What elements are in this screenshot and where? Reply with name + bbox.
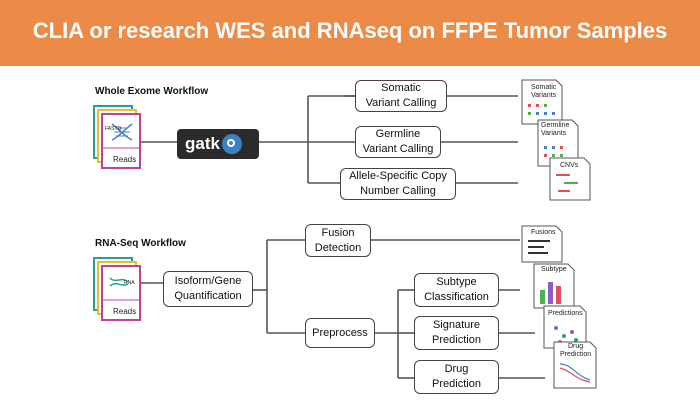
predictions-doc-icon (543, 305, 587, 349)
node-subtype-classification: Subtype Classification (414, 273, 499, 307)
wes-reads-sublabel: FASTQ (105, 126, 122, 132)
wes-section-title: Whole Exome Workflow (95, 86, 209, 97)
wes-reads-files-icon (93, 105, 141, 169)
fusions-label: Fusions (531, 229, 556, 236)
subtype-label: Subtype (541, 266, 567, 273)
drug-prediction-doc-icon (553, 341, 597, 389)
page-title: CLIA or research WES and RNAseq on FFPE … (32, 18, 668, 43)
node-germline-variant-calling: Germline Variant Calling (355, 126, 441, 158)
node-drug-prediction: Drug Prediction (414, 360, 499, 394)
germline-variants-doc-icon (537, 119, 579, 167)
somatic-variants-doc-icon (521, 79, 563, 125)
node-signature-prediction: Signature Prediction (414, 316, 499, 350)
gatk-magnifier-icon (221, 134, 242, 154)
wes-reads-label: Reads (113, 155, 137, 164)
drug-prediction-output-label: Drug Prediction (560, 343, 592, 358)
rna-reads-label: Reads (113, 307, 137, 316)
rna-reads-sublabel: RNA (124, 280, 135, 286)
fusions-doc-icon (521, 225, 563, 263)
node-somatic-variant-calling: Somatic Variant Calling (355, 80, 447, 112)
gatk-logo: gatk (177, 129, 259, 159)
predictions-label: Predictions (548, 310, 583, 317)
rna-section-title: RNA-Seq Workflow (95, 238, 186, 249)
node-fusion-detection: Fusion Detection (305, 224, 371, 257)
gatk-logo-text: gatk (185, 134, 220, 153)
node-isoform-gene-quantification: Isoform/Gene Quantification (163, 271, 253, 307)
node-preprocess: Preprocess (305, 318, 375, 348)
subtype-doc-icon (533, 263, 575, 309)
cnvs-label: CNVs (560, 162, 579, 169)
somatic-variants-label: Somatic Variants (531, 84, 557, 99)
rna-reads-files-icon (93, 257, 141, 321)
node-allele-specific-cnv-calling: Allele-Specific Copy Number Calling (340, 168, 456, 200)
cnvs-doc-icon (549, 157, 591, 201)
germline-variants-label: Germline Variants (541, 122, 570, 137)
title-banner: CLIA or research WES and RNAseq on FFPE … (0, 0, 700, 66)
